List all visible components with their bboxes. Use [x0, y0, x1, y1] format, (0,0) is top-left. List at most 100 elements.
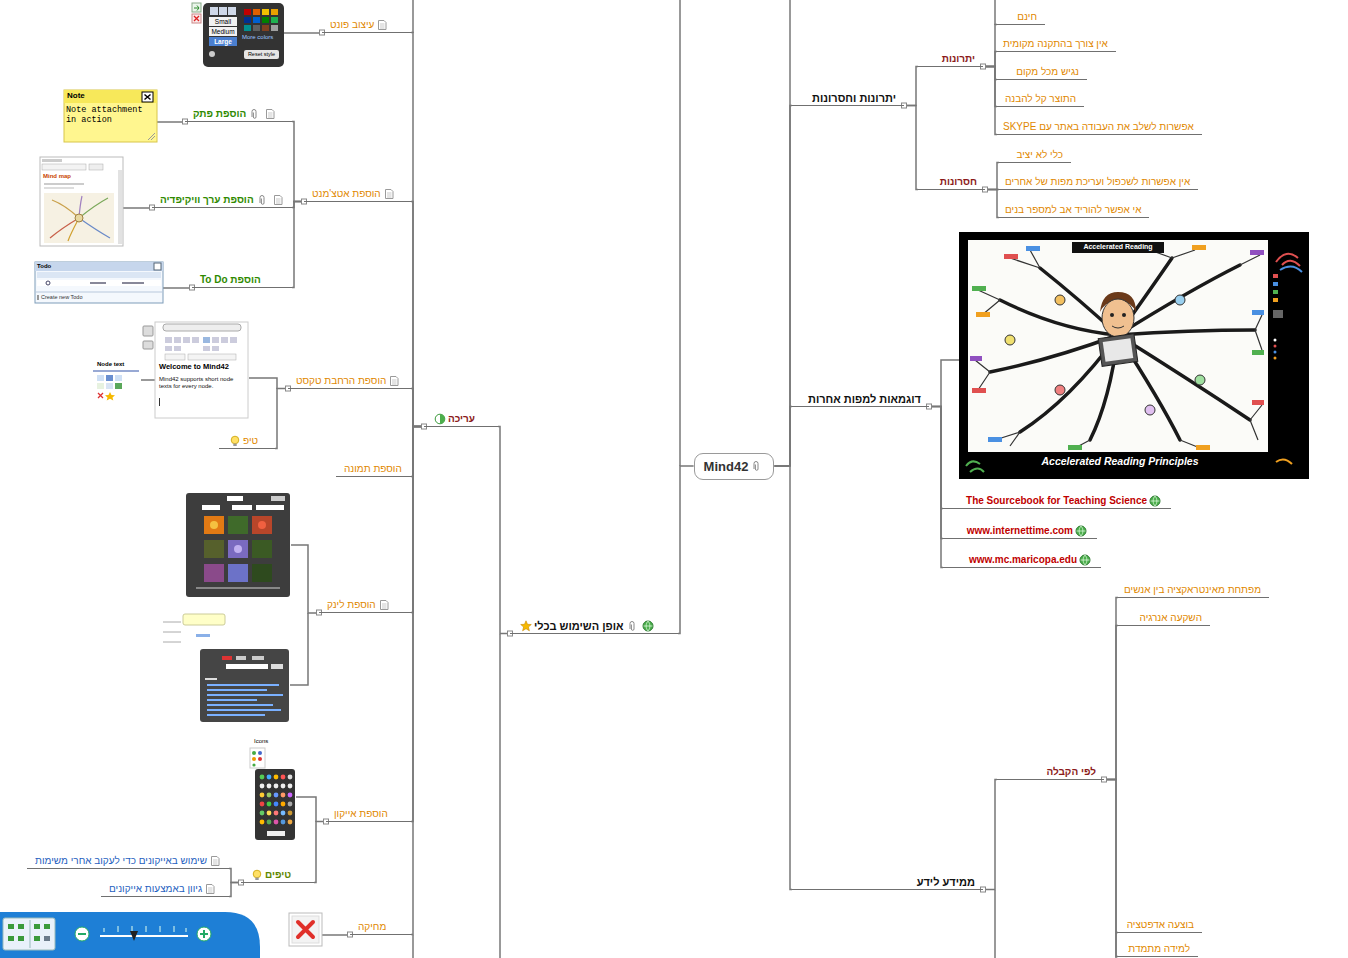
add-link-screenshot-part: [207, 699, 257, 701]
branch-topic: יתרונות וחסרונות: [792, 91, 904, 106]
leader-line-part: [291, 545, 319, 613]
leader-line-part: [296, 797, 316, 822]
clip-icon: [248, 108, 260, 120]
topic-text: כלי לא יציב: [1016, 148, 1063, 162]
mind-map-poster-part-part: [1274, 351, 1277, 354]
node-text-widget-part: [105, 392, 115, 401]
mind-map-poster-part-part: [1273, 298, 1278, 302]
image-search-screenshot-part: [210, 521, 218, 529]
branch-topic: www.internettime.com: [943, 524, 1097, 539]
text-editor-screenshot-part: [230, 337, 237, 343]
wikipedia-screenshot-part: [44, 183, 84, 185]
doc-icon-part: [385, 190, 393, 199]
branch-topic: עיצוב פונט: [322, 18, 411, 33]
clip-icon: [750, 460, 762, 472]
icon-picker-screenshot-part-part: [281, 793, 286, 798]
add-link-screenshot-part: [236, 656, 246, 660]
zoom-toolbar-part: [18, 924, 24, 929]
globe-icon: [1075, 525, 1087, 537]
branch-topic: אפשרות לשלב את העבודה באתר עם SKYPE: [997, 120, 1202, 135]
screenshot-text: Node text: [97, 361, 139, 368]
icon-picker-screenshot-part-part: [288, 820, 293, 825]
icon-picker-screenshot-part-part: [274, 793, 279, 798]
icon-picker-screenshot-part-part: [288, 793, 293, 798]
mind-map-poster-part-part: [1273, 290, 1278, 294]
branch-topic: The Sourcebook for Teaching Science: [943, 494, 1171, 509]
branch-topic: שימוש באייקונים כדי לעקוב אחרי משימות: [27, 854, 229, 869]
topic-text: הוספת תמונה: [344, 462, 402, 476]
branch-topic: www.mc.maricopa.edu: [943, 553, 1101, 568]
mind-map-poster-part-part: [1195, 375, 1205, 385]
node-text-widget-part: [106, 383, 113, 389]
topic-text: חסרונות: [940, 175, 977, 189]
mind-map-poster-part-part: [975, 250, 1040, 390]
branch-connector: [983, 67, 997, 135]
font-style-panel-part: [244, 25, 251, 31]
image-search-screenshot-part: [252, 516, 272, 534]
branch-continuation-part: [994, 890, 996, 958]
branch-continuation-part: [412, 935, 414, 958]
topic-text: לפי הקבלה: [1046, 765, 1096, 779]
branch-topic: הוספת פתק: [185, 107, 292, 122]
screenshot-text: Welcome to Mind42: [159, 363, 245, 372]
icon-picker-screenshot-part-part: [281, 775, 286, 780]
icon-picker-screenshot-part-part: [288, 784, 293, 789]
icon-picker-screenshot-part: [252, 751, 256, 755]
doc-icon-part: [208, 888, 213, 892]
screenshot-text: Accelerated Reading Principles: [985, 455, 1255, 467]
delete-icon-part: [298, 922, 313, 937]
doc-icon-part: [212, 857, 220, 866]
branch-connector: [411, 389, 424, 427]
font-style-panel-part: [262, 25, 269, 31]
half-icon-part: [435, 414, 445, 424]
clip-icon-part: [754, 462, 758, 471]
font-style-panel-part: [244, 17, 251, 23]
star-icon: [520, 620, 532, 632]
topic-text: הוספת ערך וויקיפדיה: [160, 193, 254, 207]
branch-connector: [774, 407, 792, 467]
add-link-screenshot-part: [207, 689, 267, 691]
zoom-toolbar: [0, 912, 260, 958]
central-topic: Mind42: [694, 453, 775, 480]
todo-screenshot: [35, 262, 163, 303]
zoom-toolbar-part: [0, 912, 260, 958]
topic-text: התוצר קל להבנה: [1005, 92, 1076, 106]
branch-topic: נגיש מכל מקום: [997, 65, 1087, 80]
doc-icon: [388, 375, 400, 387]
doc-icon-part: [213, 860, 218, 864]
image-search-screenshot-part: [227, 496, 243, 501]
leader-line-part: [123, 207, 149, 209]
mind-map-poster-part: [1098, 292, 1138, 366]
branch-connector: [1104, 780, 1118, 957]
icon-picker-screenshot-part-part: [267, 820, 272, 825]
image-search-screenshot-part: [258, 521, 266, 529]
icon-picker-screenshot-part-part: [288, 811, 293, 816]
icon-picker-screenshot-part: [258, 751, 262, 755]
mind-map-poster-part-part: [972, 286, 986, 291]
clip-icon: [256, 194, 268, 206]
mind-map-poster-part-part: [1273, 274, 1278, 278]
clip-icon-part: [252, 110, 256, 119]
mind-map-poster-part-part: [970, 356, 982, 361]
leader-line-part: [157, 121, 182, 123]
globe-icon-part: [1151, 496, 1160, 506]
add-link-screenshot-part: [271, 664, 283, 669]
wikipedia-screenshot-part: [40, 157, 123, 246]
image-search-screenshot-part: [271, 496, 285, 501]
doc-icon-part: [274, 196, 282, 205]
topic-text: ממידע לידע: [917, 875, 975, 889]
text-editor-screenshot-part: [192, 337, 199, 343]
branch-connector: [292, 122, 304, 202]
mind-map-poster-part-part: [1274, 357, 1277, 360]
leader-line-part: [163, 287, 189, 289]
icon-picker-screenshot-part: [252, 763, 255, 766]
branch-topic: טיפ: [219, 434, 275, 449]
zoom-toolbar-part: [18, 936, 24, 941]
note-screenshot-part: [148, 133, 155, 140]
node-text-widget-part: [98, 393, 103, 398]
image-search-screenshot-part: [204, 564, 224, 582]
font-style-panel-part: [219, 7, 227, 15]
